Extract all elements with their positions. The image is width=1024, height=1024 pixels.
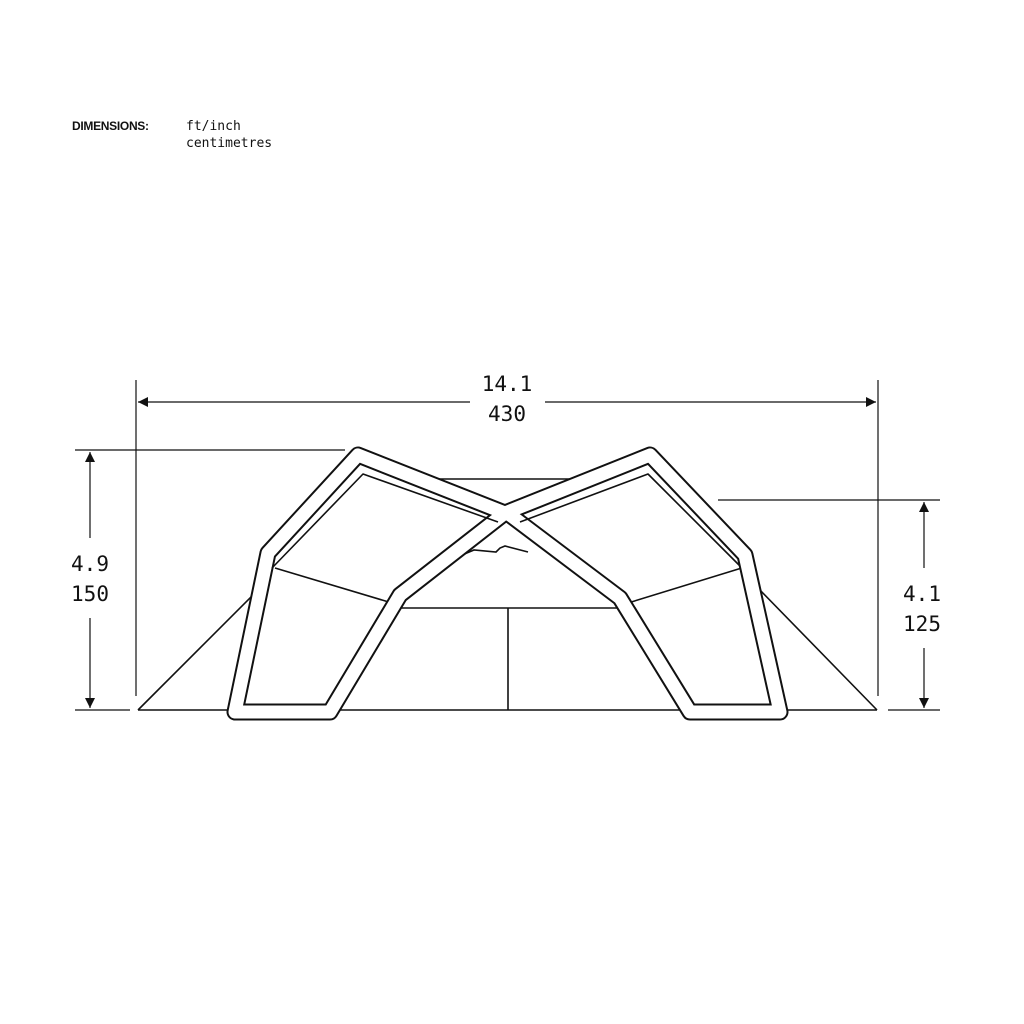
right-panel-seam — [627, 566, 746, 604]
width-imperial: 14.1 — [482, 372, 533, 396]
units-metric: centimetres — [186, 136, 273, 151]
height-max-metric: 150 — [71, 582, 109, 606]
dimensions-label: DIMENSIONS: — [72, 119, 149, 133]
left-panel-seam — [274, 567, 393, 604]
tent-poles — [226, 446, 789, 721]
units-imperial: ft/inch — [186, 119, 241, 134]
height-max-imperial: 4.9 — [71, 552, 109, 576]
height-side-metric: 125 — [903, 612, 941, 636]
width-metric: 430 — [488, 402, 526, 426]
left-guy-line — [137, 587, 261, 711]
right-guy-line — [757, 587, 878, 711]
rear-peak — [449, 545, 529, 561]
height-side-imperial: 4.1 — [903, 582, 941, 606]
dimension-lines — [75, 380, 940, 711]
